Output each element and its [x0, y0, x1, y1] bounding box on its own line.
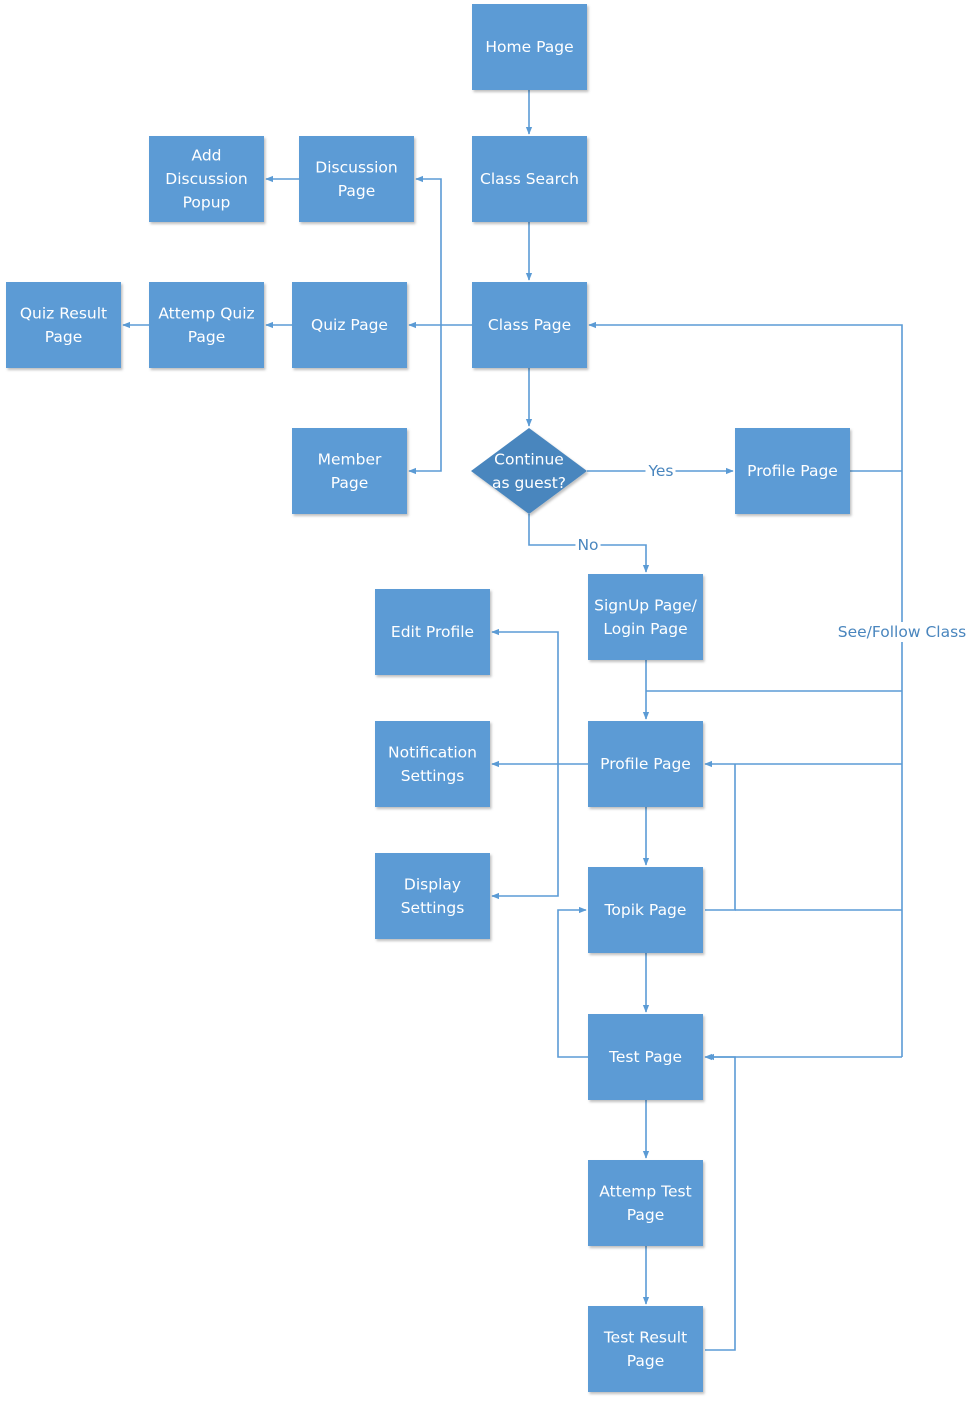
node-label-display: Settings [401, 899, 465, 917]
decision-guest[interactable]: Continue as guest? [471, 428, 587, 514]
node-class-page[interactable]: Class Page [472, 282, 587, 368]
node-label-attempt-test: Attemp Test [599, 1182, 691, 1200]
node-signup[interactable]: SignUp Page/Login Page [588, 574, 703, 660]
node-label-add-discussion: Discussion [165, 170, 247, 188]
node-label-test-result: Test Result [603, 1328, 687, 1346]
node-box-class-page [472, 282, 587, 368]
connector-test-result-to-test [705, 1053, 736, 1351]
node-box-discussion [299, 136, 414, 222]
node-box-edit-profile [375, 589, 490, 675]
node-box-test [588, 1014, 703, 1100]
node-label-class-search: Class Search [480, 170, 579, 188]
connector-profile-branch-to-display [491, 764, 559, 900]
node-box-display [375, 853, 490, 939]
edges-layer [122, 90, 903, 1351]
node-test[interactable]: Test Page [588, 1014, 703, 1100]
node-profile[interactable]: Profile Page [588, 721, 703, 807]
node-label-add-discussion: Popup [183, 194, 231, 212]
node-box-quiz-result [6, 282, 121, 368]
node-label-add-discussion: Add [191, 147, 221, 165]
node-box-home [472, 4, 587, 90]
node-profile-guest[interactable]: Profile Page [735, 428, 850, 514]
edge-label-yes: Yes [645, 461, 676, 481]
node-label-quiz-result: Page [45, 328, 83, 346]
node-label-signup: Login Page [603, 620, 687, 638]
edge-label-see-follow: See/Follow Class [835, 622, 969, 642]
node-label-attempt-quiz: Page [188, 328, 226, 346]
connector-right-rail-to-class-page [588, 321, 903, 1057]
node-box-signup [588, 574, 703, 660]
decision-diamond [471, 428, 587, 514]
node-label-profile: Profile Page [600, 755, 691, 773]
node-label-test: Test Page [608, 1048, 682, 1066]
edge-label-background [575, 535, 601, 555]
edge-label-text-see-follow: See/Follow Class [838, 623, 966, 641]
node-box-topik [588, 867, 703, 953]
edge-label-background [835, 622, 969, 642]
node-box-attempt-test [588, 1160, 703, 1246]
node-edit-profile[interactable]: Edit Profile [375, 589, 490, 675]
node-box-add-discussion [149, 136, 264, 222]
node-label-test-result: Page [627, 1352, 665, 1370]
connector-profile-branch-to-edit [491, 628, 559, 764]
node-topik[interactable]: Topik Page [588, 867, 703, 953]
node-box-attempt-quiz [149, 282, 264, 368]
node-class-search[interactable]: Class Search [472, 136, 587, 222]
node-label-notification: Notification [388, 743, 477, 761]
node-label-quiz-result: Quiz Result [20, 304, 107, 322]
node-box-class-search [472, 136, 587, 222]
node-label-profile-guest: Profile Page [747, 462, 838, 480]
node-label-display: Display [404, 875, 461, 893]
node-box-test-result [588, 1306, 703, 1392]
connector-class-branch-to-discussion [415, 175, 442, 325]
edge-label-text-yes: Yes [647, 462, 673, 480]
node-box-member [292, 428, 407, 514]
node-label-guest: as guest? [492, 474, 566, 492]
node-box-profile [588, 721, 703, 807]
node-label-member: Member [318, 450, 382, 468]
edge-label-text-no: No [577, 536, 598, 554]
edge-label-no: No [575, 535, 601, 555]
node-label-discussion: Page [338, 182, 376, 200]
node-label-class-page: Class Page [488, 316, 571, 334]
node-label-home: Home Page [485, 38, 573, 56]
node-home[interactable]: Home Page [472, 4, 587, 90]
connector-topik-to-profile-loop [705, 764, 736, 911]
node-label-topik: Topik Page [604, 901, 687, 919]
node-label-notification: Settings [401, 767, 465, 785]
node-label-attempt-test: Page [627, 1206, 665, 1224]
node-label-discussion: Discussion [315, 158, 397, 176]
node-box-profile-guest [735, 428, 850, 514]
connector-test-to-topik [557, 906, 588, 1058]
node-label-guest: Continue [494, 450, 564, 468]
node-label-quiz: Quiz Page [311, 316, 388, 334]
node-label-signup: SignUp Page/ [594, 596, 697, 614]
node-box-notification [375, 721, 490, 807]
node-label-attempt-quiz: Attemp Quiz [158, 304, 254, 322]
node-label-edit-profile: Edit Profile [391, 623, 474, 641]
node-box-quiz [292, 282, 407, 368]
connector-class-branch-to-member [408, 325, 442, 475]
node-label-member: Page [331, 474, 369, 492]
node-quiz[interactable]: Quiz Page [292, 282, 407, 368]
edge-label-background [645, 461, 676, 481]
